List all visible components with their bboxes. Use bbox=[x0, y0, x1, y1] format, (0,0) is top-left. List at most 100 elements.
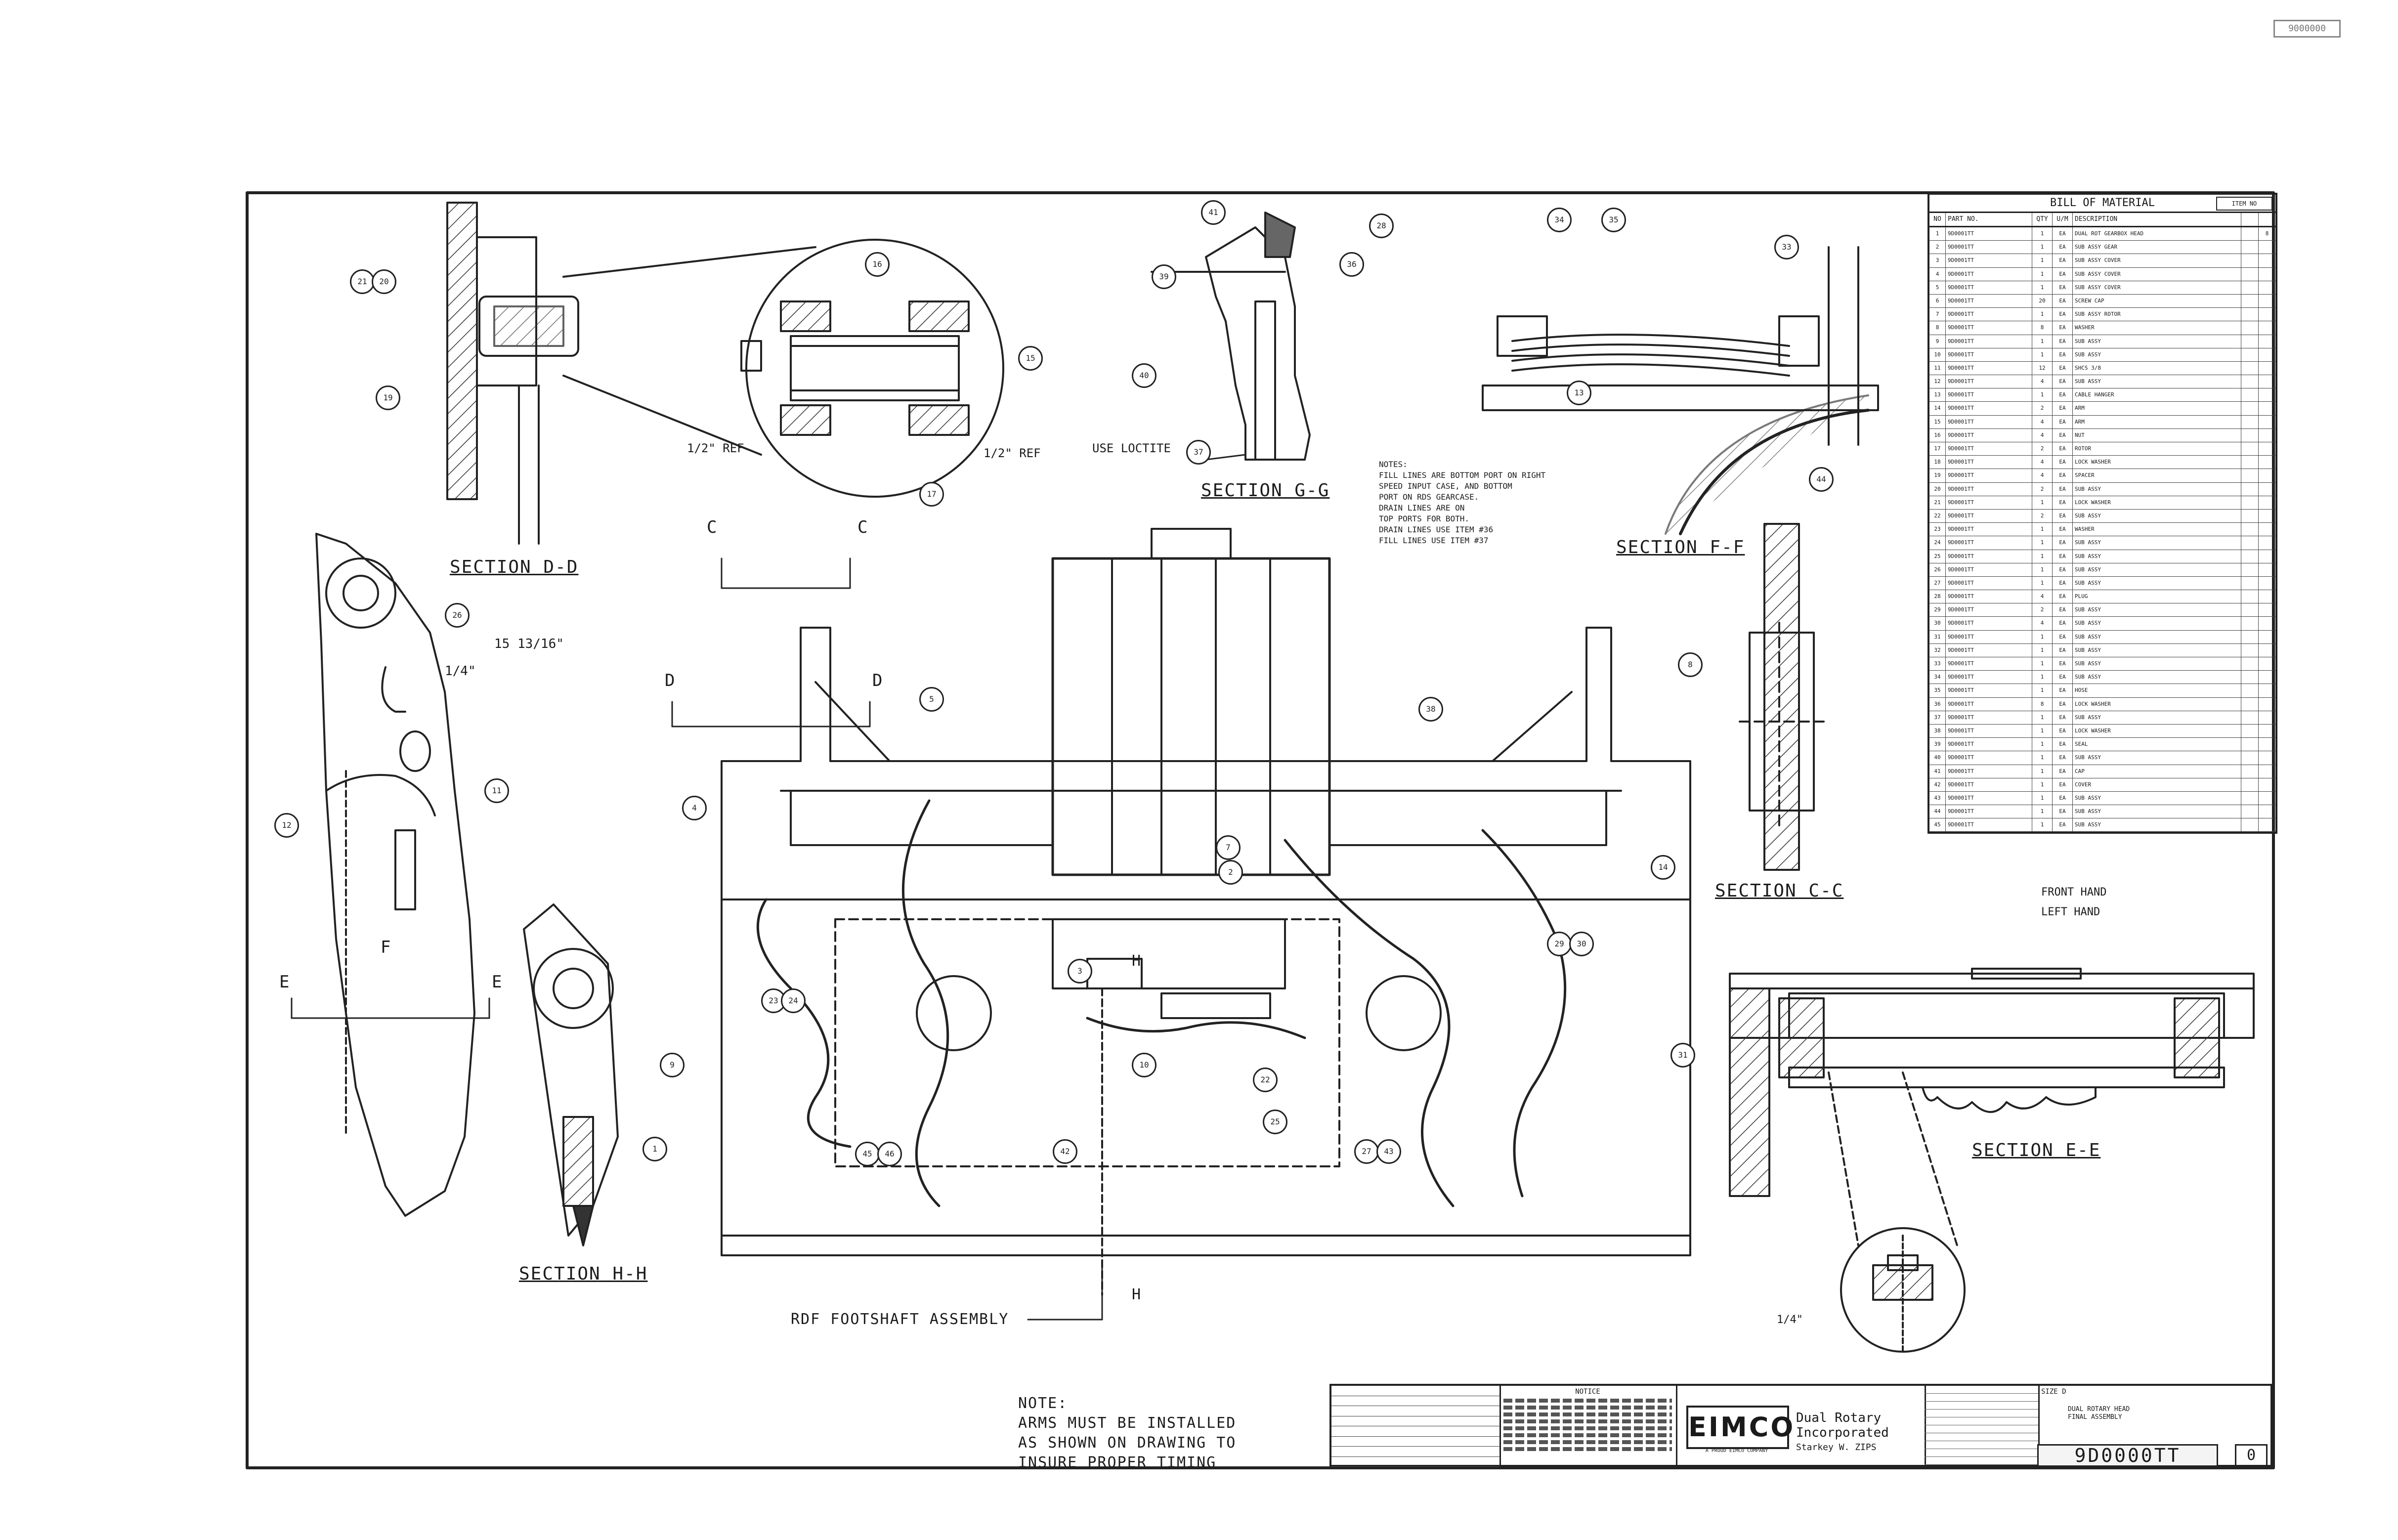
bom-cell: 23 bbox=[1929, 523, 1946, 536]
bom-cell: 1 bbox=[2032, 496, 2053, 509]
bom-cell bbox=[2241, 657, 2259, 671]
bom-cell: EA bbox=[2053, 509, 2073, 523]
bom-cell: EA bbox=[2053, 550, 2073, 563]
bom-cell: 9D0001TT bbox=[1946, 335, 2032, 348]
bom-cell bbox=[2259, 550, 2275, 563]
bom-cell bbox=[2241, 335, 2259, 348]
bom-cell bbox=[2241, 738, 2259, 751]
bom-cell bbox=[2259, 617, 2275, 630]
bom-cell: SUB ASSY bbox=[2073, 818, 2241, 832]
bom-item-box: ITEM NO bbox=[2216, 197, 2272, 211]
bom-cell: 30 bbox=[1929, 617, 1946, 630]
bom-cell: 9D0001TT bbox=[1946, 590, 2032, 603]
bom-cell bbox=[2259, 510, 2275, 522]
bom-cell: 8 bbox=[2265, 230, 2269, 237]
bom-cell: 9D0001TT bbox=[1946, 428, 2032, 442]
bom-cell: SUB ASSY COVER bbox=[2073, 254, 2241, 267]
bom-cell: 9D0001TT bbox=[1946, 523, 2032, 536]
section-h-h-title: SECTION H-H bbox=[519, 1264, 648, 1284]
section-h-h-left-view bbox=[315, 533, 475, 1217]
bom-cell: 7 bbox=[1929, 308, 1946, 321]
item-balloon: 37 bbox=[1186, 440, 1211, 465]
bom-cell: 1 bbox=[2032, 254, 2053, 267]
bom-cell: EA bbox=[2053, 765, 2073, 778]
bom-cell bbox=[2241, 428, 2259, 442]
item-balloon: 20 bbox=[372, 269, 396, 294]
bom-cell bbox=[2259, 631, 2275, 643]
bom-cell bbox=[2241, 388, 2259, 402]
bom-cell bbox=[2259, 469, 2275, 482]
bom-cell bbox=[2241, 227, 2259, 241]
bom-cell: 9D0001TT bbox=[1946, 630, 2032, 643]
dim-half-ref-left: 1/2" REF bbox=[687, 441, 744, 455]
bom-cell: 42 bbox=[1929, 778, 1946, 791]
bom-cell bbox=[2259, 335, 2275, 348]
bom-cell: 1 bbox=[2032, 778, 2053, 791]
bom-cell: 45 bbox=[1929, 818, 1946, 832]
bom-cell bbox=[2259, 348, 2275, 361]
bom-cell: LOCK WASHER bbox=[2073, 724, 2241, 738]
bom-cell: 9D0001TT bbox=[1946, 550, 2032, 563]
bom-cell bbox=[2259, 429, 2275, 442]
bom-cell bbox=[2259, 818, 2275, 831]
bom-cell: SUB ASSY bbox=[2073, 576, 2241, 590]
bom-cell bbox=[2241, 348, 2259, 361]
bom-cell: EA bbox=[2053, 563, 2073, 576]
bom-cell: 9D0001TT bbox=[1946, 509, 2032, 523]
cut-label: H bbox=[1132, 1286, 1141, 1303]
bom-cell: 9D0001TT bbox=[1946, 724, 2032, 738]
bom-cell: 25 bbox=[1929, 550, 1946, 563]
bom-cell: 9D0001TT bbox=[1946, 254, 2032, 267]
notice-box: NOTICE bbox=[1499, 1386, 1677, 1465]
bom-cell bbox=[2241, 563, 2259, 576]
section-g-g-view bbox=[1151, 212, 1311, 461]
bom-cell bbox=[2241, 496, 2259, 509]
bom-cell: 36 bbox=[1929, 697, 1946, 711]
section-f-f-view bbox=[1482, 246, 1879, 535]
bom-cell: 34 bbox=[1929, 671, 1946, 684]
bom-cell: ARM bbox=[2073, 402, 2241, 415]
bom-cell: 1 bbox=[2032, 630, 2053, 643]
bom-cell: 9D0001TT bbox=[1946, 765, 2032, 778]
bom-cell: 20 bbox=[1929, 482, 1946, 496]
bom-cell: 13 bbox=[1929, 388, 1946, 402]
bom-cell: EA bbox=[2053, 590, 2073, 603]
bom-cell: 1 bbox=[2032, 563, 2053, 576]
dim-fifteen: 15 13/16" bbox=[494, 637, 564, 651]
sheet-border bbox=[246, 191, 2275, 1469]
bom-cell: 1 bbox=[2032, 643, 2053, 657]
callout-loctite: USE LOCTITE bbox=[1092, 441, 1171, 455]
bom-cell bbox=[2259, 268, 2275, 281]
bom-cell: SEAL bbox=[2073, 738, 2241, 751]
item-balloon: 14 bbox=[1651, 855, 1675, 880]
bom-cell: 9D0001TT bbox=[1946, 684, 2032, 697]
size-label: SIZE D bbox=[2041, 1388, 2066, 1396]
bom-cell: ROTOR bbox=[2073, 442, 2241, 456]
bom-cell: 2 bbox=[1929, 241, 1946, 254]
bom-cell: SUB ASSY bbox=[2073, 791, 2241, 805]
bom-cell: 4 bbox=[1929, 267, 1946, 281]
bom-cell: 1 bbox=[2032, 523, 2053, 536]
bom-cell: 2 bbox=[2032, 509, 2053, 523]
dim-quarter: 1/4" bbox=[445, 664, 476, 679]
bom-cell bbox=[2241, 778, 2259, 791]
bom-cell bbox=[2259, 792, 2275, 805]
bom-cell: 2 bbox=[2032, 402, 2053, 415]
item-balloon: 19 bbox=[376, 385, 400, 410]
bom-cell: SUB ASSY ROTOR bbox=[2073, 308, 2241, 321]
